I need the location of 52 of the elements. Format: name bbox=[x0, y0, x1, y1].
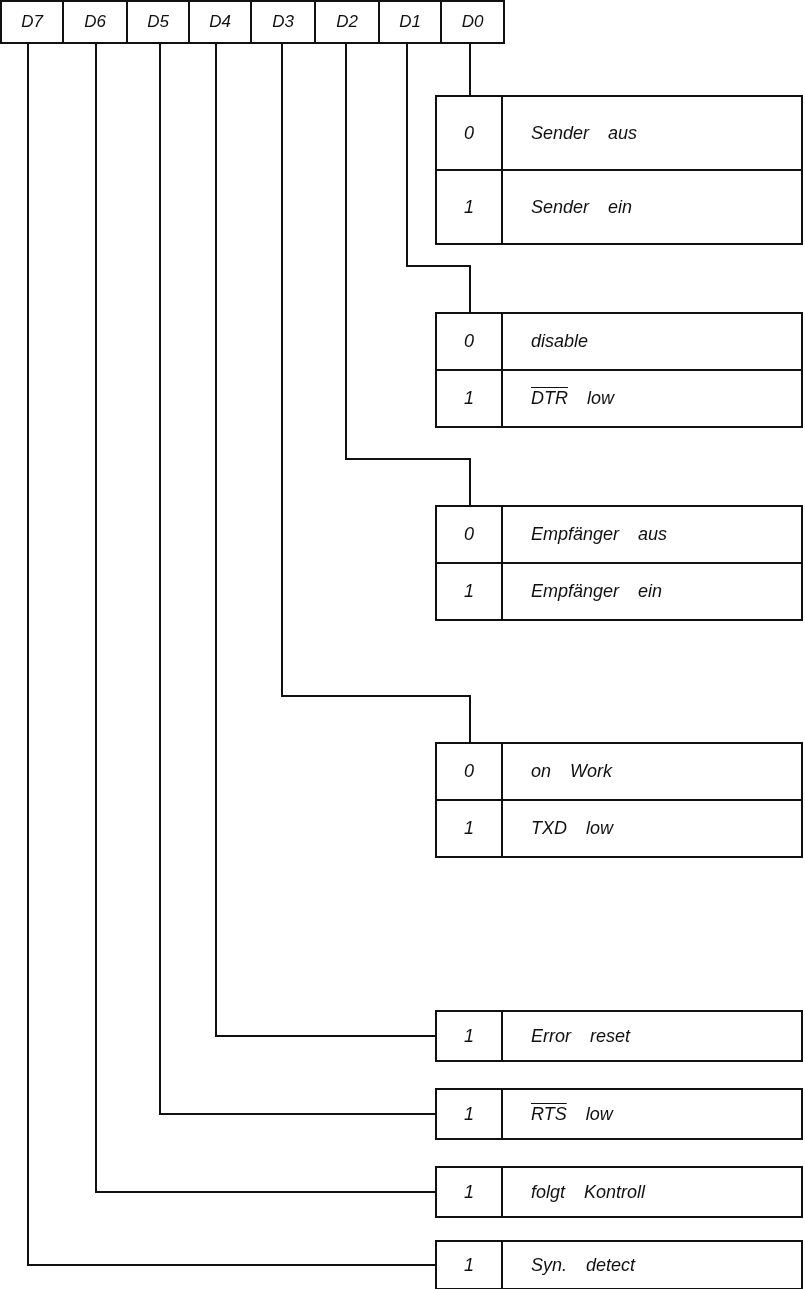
bit-value: 1 bbox=[437, 171, 503, 243]
connector-line bbox=[281, 43, 471, 743]
bit-value: 0 bbox=[437, 507, 503, 562]
row-text: folgt Kontroll bbox=[530, 1180, 646, 1204]
table-row bbox=[437, 97, 801, 171]
bit-table bbox=[435, 312, 803, 428]
row-text: Empfänger ein bbox=[530, 580, 663, 603]
bit-label: D2 bbox=[314, 0, 380, 44]
bit-table bbox=[435, 95, 803, 245]
bit-value: 1 bbox=[437, 371, 503, 426]
bit-value: 0 bbox=[437, 314, 503, 369]
bit-value: 1 bbox=[437, 1090, 503, 1138]
row-text: TXD low bbox=[530, 817, 613, 840]
row-text: on Work bbox=[530, 760, 613, 783]
bit-label: D6 bbox=[62, 0, 128, 44]
bit-value: 1 bbox=[437, 1168, 503, 1216]
table-row bbox=[437, 744, 801, 801]
bit-value: 0 bbox=[437, 744, 503, 799]
row-text: Empfänger aus bbox=[530, 523, 668, 546]
row-text: disable bbox=[530, 330, 589, 353]
table-row bbox=[435, 1010, 803, 1062]
bit-value: 1 bbox=[437, 1242, 503, 1288]
connector-line bbox=[345, 43, 471, 506]
bit-table bbox=[435, 742, 803, 858]
row-text: Sender aus bbox=[530, 121, 638, 145]
connector-line bbox=[215, 43, 436, 1037]
table-row bbox=[435, 1166, 803, 1218]
table-row bbox=[437, 314, 801, 371]
row-text: Sender ein bbox=[530, 195, 633, 219]
bit-label: D1 bbox=[378, 0, 442, 44]
bit-label: D5 bbox=[126, 0, 190, 44]
bit-label: D7 bbox=[0, 0, 64, 44]
table-row bbox=[435, 1240, 803, 1289]
bit-label: D3 bbox=[250, 0, 316, 44]
table-row bbox=[437, 507, 801, 564]
bit-label: D4 bbox=[188, 0, 252, 44]
connector-line bbox=[95, 43, 436, 1193]
row-text: RTS low bbox=[530, 1102, 613, 1126]
bit-label: D0 bbox=[440, 0, 505, 44]
row-text: DTR low bbox=[530, 387, 614, 410]
bit-value: 1 bbox=[437, 564, 503, 619]
bit-value: 1 bbox=[437, 801, 503, 856]
bit-table bbox=[435, 505, 803, 621]
row-text: Error reset bbox=[530, 1024, 631, 1048]
connector-line bbox=[27, 43, 436, 1266]
connector-line bbox=[469, 43, 471, 96]
row-text: Syn. detect bbox=[530, 1253, 636, 1277]
connector-line bbox=[159, 43, 436, 1115]
bit-value: 0 bbox=[437, 97, 503, 169]
table-row bbox=[435, 1088, 803, 1140]
connector-line bbox=[406, 43, 471, 313]
bit-value: 1 bbox=[437, 1012, 503, 1060]
